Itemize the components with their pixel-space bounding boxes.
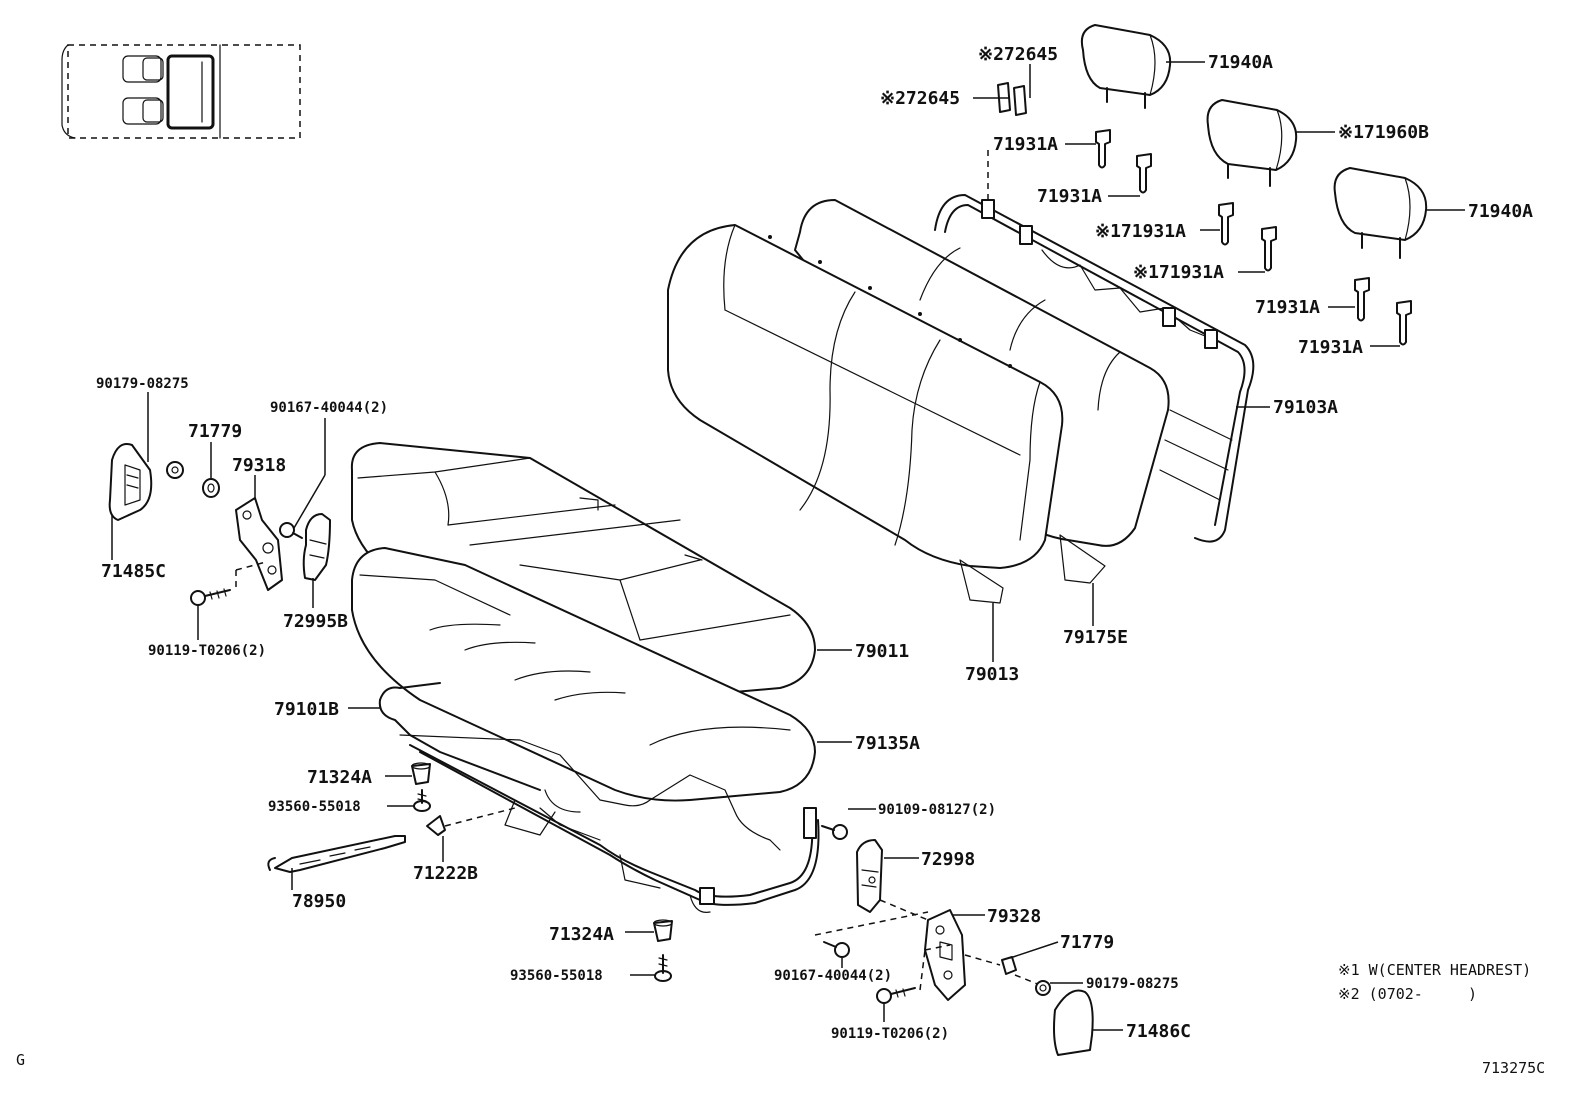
screw-90179-08275-right [1035, 980, 1051, 996]
label-79103A: 79103A [1273, 397, 1338, 418]
label-90109-08127: 90109-08127(2) [878, 802, 996, 818]
hinge-79318 [235, 497, 283, 592]
label-79013: 79013 [965, 664, 1019, 685]
label-71486C: 71486C [1126, 1021, 1191, 1042]
label-72645-b: ※272645 [880, 88, 960, 109]
label-71324A-bottom: 71324A [549, 924, 614, 945]
belt-78950 [267, 835, 406, 873]
label-90167-40044-left: 90167-40044(2) [270, 400, 388, 416]
label-71779-right: 71779 [1060, 932, 1114, 953]
label-90179-08275-right: 90179-08275 [1086, 976, 1179, 992]
label-78950: 78950 [292, 891, 346, 912]
bolt-90167-40044-right [823, 941, 850, 958]
label-71779-left: 71779 [188, 421, 242, 442]
label-72995B: 72995B [283, 611, 348, 632]
label-79318: 79318 [232, 455, 286, 476]
headrest-supports [997, 82, 1412, 346]
bushing-71779-right [1001, 956, 1017, 975]
label-71940A-right: 71940A [1468, 201, 1533, 222]
cushion-frame-79101B [378, 682, 820, 913]
label-71931A-b: 71931A [1037, 186, 1102, 207]
bushing-71779-left [202, 478, 220, 498]
stopper-71324A-top [411, 762, 431, 785]
screw-90179-08275-left [166, 461, 184, 479]
screw-93560-55018-top [413, 789, 431, 812]
label-71940A-top: 71940A [1208, 52, 1273, 73]
label-71485C: 71485C [101, 561, 166, 582]
label-71960B: ※171960B [1338, 122, 1429, 143]
seat-location-thumbnail [61, 44, 301, 139]
label-93560-55018-bottom: 93560-55018 [510, 968, 603, 984]
label-72645-a: ※272645 [978, 44, 1058, 65]
seat-back-cover-79013 [667, 224, 1064, 604]
label-71931A-a: 71931A [993, 134, 1058, 155]
seat-cushion-pad-79135A [351, 547, 816, 802]
diagram-id: 713275C [1482, 1059, 1545, 1077]
hinge-cover-71486C [1053, 989, 1094, 1056]
label-71931A-c: ※171931A [1095, 221, 1186, 242]
note-2: ※2 (0702- ) [1338, 985, 1477, 1003]
label-79135A: 79135A [855, 733, 920, 754]
leader-lines [111, 61, 1465, 1031]
hinge-cover-72998 [856, 839, 883, 913]
seat-back-frame-79103A [934, 194, 1255, 543]
bolt-90167-40044-left [279, 522, 303, 539]
headrest-71960B-center [1206, 99, 1298, 187]
screw-93560-55018-bottom [654, 954, 672, 982]
notes: ※1 W(CENTER HEADREST) ※2 (0702- ) [1338, 961, 1531, 1003]
label-90119-T0206-right: 90119-T0206(2) [831, 1026, 949, 1042]
label-71931A-f: 71931A [1298, 337, 1363, 358]
headrest-71940A-right [1333, 167, 1428, 259]
bolt-90119-T0206-right [876, 987, 916, 1004]
label-90119-T0206-left: 90119-T0206(2) [148, 643, 266, 659]
label-90167-40044-right: 90167-40044(2) [774, 968, 892, 984]
bolt-90109-08127 [821, 824, 848, 840]
headrest-71940A-left [1080, 24, 1172, 109]
stopper-71324A-bottom [653, 919, 673, 942]
hinge-79328 [814, 899, 1041, 1001]
label-72998: 72998 [921, 849, 975, 870]
label-79011: 79011 [855, 641, 909, 662]
footer: G 713275C [16, 1051, 1545, 1077]
label-93560-55018-top: 93560-55018 [268, 799, 361, 815]
label-71931A-d: ※171931A [1133, 262, 1224, 283]
label-79328: 79328 [987, 906, 1041, 927]
hinge-cover-71485C [108, 443, 153, 521]
bolt-90119-T0206-left [190, 588, 231, 606]
clip-71222B [426, 807, 516, 836]
label-79101B: 79101B [274, 699, 339, 720]
part-labels: 71940A ※272645 ※272645 71931A 71931A ※17… [96, 44, 1533, 1042]
footer-left-code: G [16, 1051, 25, 1069]
label-71222B: 71222B [413, 863, 478, 884]
note-1: ※1 W(CENTER HEADREST) [1338, 961, 1531, 979]
label-79175E: 79175E [1063, 627, 1128, 648]
label-90179-08275-left: 90179-08275 [96, 376, 189, 392]
label-71931A-e: 71931A [1255, 297, 1320, 318]
label-71324A-top: 71324A [307, 767, 372, 788]
hinge-cover-72995B [302, 513, 331, 581]
